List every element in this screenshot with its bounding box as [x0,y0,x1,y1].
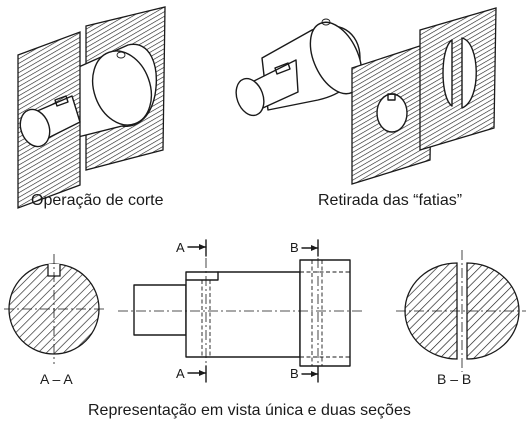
mark-b-top: B [290,240,299,255]
shaft-iso-removed [235,18,363,117]
section-a-a [4,254,104,364]
mark-a-bottom: A [176,366,185,381]
mark-b-bottom: B [290,366,299,381]
caption-cutting-operation: Operação de corte [31,192,164,209]
label-section-b-b: B – B [437,371,471,387]
shaft-iso-large [71,43,157,139]
slice-b-hole-left [442,39,453,107]
slice-b-plane [419,7,497,151]
caption-slice-removal: Retirada das “fatias” [318,192,462,209]
cutting-plane-b-marks [301,239,319,383]
shaft-single-view [118,259,362,367]
slice-b-hole-right [461,37,477,109]
cutting-operation-illustration [17,6,166,209]
slice-removal-illustration [235,7,497,185]
label-section-a-a: A – A [40,371,73,387]
shaft-iso-small [19,95,81,148]
mark-a-top: A [176,240,185,255]
cutting-plane-a-marks [187,239,207,383]
section-b-b [396,250,526,372]
caption-representation: Representação em vista única e duas seçõ… [88,402,411,419]
